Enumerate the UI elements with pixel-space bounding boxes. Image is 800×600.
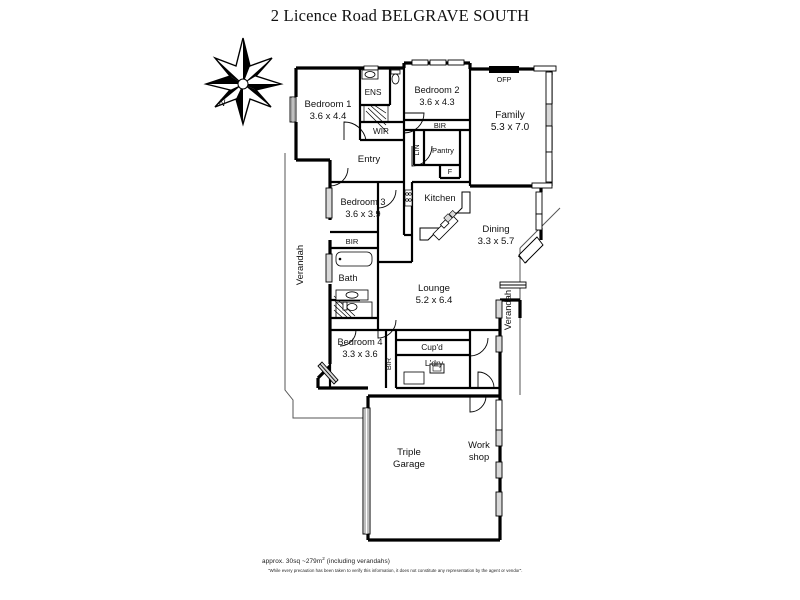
label-entry: Entry (358, 154, 381, 165)
label-garage-line1: Triple (397, 447, 421, 458)
area-unit-superscript: 2 (322, 556, 325, 561)
label-bir-mid: BIR (346, 237, 359, 246)
label-bedroom2-dims: 3.6 x 4.3 (419, 97, 454, 107)
label-bir-bottom: BIR (384, 358, 393, 370)
label-bedroom1: Bedroom 1 (305, 99, 352, 110)
label-bedroom2: Bedroom 2 (415, 85, 460, 95)
label-garage-line2: Garage (393, 459, 425, 470)
label-bedroom3-dims: 3.6 x 3.9 (345, 209, 380, 219)
label-bath: Bath (339, 273, 358, 283)
bathroom-fixtures (335, 69, 401, 319)
label-dining: Dining (482, 224, 509, 235)
label-ofp: OFP (497, 75, 512, 84)
label-dining-dims: 3.3 x 5.7 (478, 236, 515, 247)
label-pantry: Pantry (432, 146, 454, 155)
label-workshop-line1: Work (468, 439, 490, 450)
label-ens: ENS (365, 88, 382, 97)
windows (289, 59, 557, 535)
label-cupboard: Cup'd (421, 342, 443, 352)
doors (329, 112, 495, 413)
area-note-main: approx. 30sq ~279m (262, 558, 323, 566)
label-family: Family (495, 110, 524, 121)
label-verandah-right: Verandah (502, 290, 513, 330)
label-lin: LIN (412, 144, 421, 155)
laundry-fixtures (403, 371, 425, 385)
label-kitchen: Kitchen (424, 192, 455, 203)
label-fridge: F (448, 167, 453, 176)
room-labels: Bedroom 1 3.6 x 4.4 ENS WIR Entry Bedroo… (294, 75, 530, 470)
kitchen-fixtures (404, 189, 471, 241)
label-bedroom4-dims: 3.3 x 3.6 (342, 349, 377, 359)
label-bir-top: BIR (434, 121, 446, 130)
disclaimer-text: "While every precaution has been taken t… (268, 568, 523, 573)
label-verandah-left: Verandah (294, 245, 305, 285)
label-laundry: L'dry (425, 358, 444, 368)
label-lounge-dims: 5.2 x 6.4 (416, 295, 453, 306)
label-workshop-line2: shop (469, 451, 489, 462)
compass-rose-icon (203, 37, 284, 127)
label-lounge: Lounge (418, 283, 450, 294)
label-wir: WIR (373, 127, 389, 136)
compass-north-label: N (219, 98, 226, 108)
label-bedroom1-dims: 3.6 x 4.4 (310, 111, 347, 122)
area-note: approx. 30sq ~279m2 (including verandahs… (262, 556, 390, 565)
label-family-dims: 5.3 x 7.0 (491, 122, 530, 133)
area-note-tail: (including verandahs) (324, 558, 390, 566)
label-bedroom4: Bedroom 4 (338, 337, 383, 347)
page-title: 2 Licence Road BELGRAVE SOUTH (270, 6, 530, 25)
fireplace (489, 66, 519, 73)
label-bedroom3: Bedroom 3 (341, 197, 386, 207)
